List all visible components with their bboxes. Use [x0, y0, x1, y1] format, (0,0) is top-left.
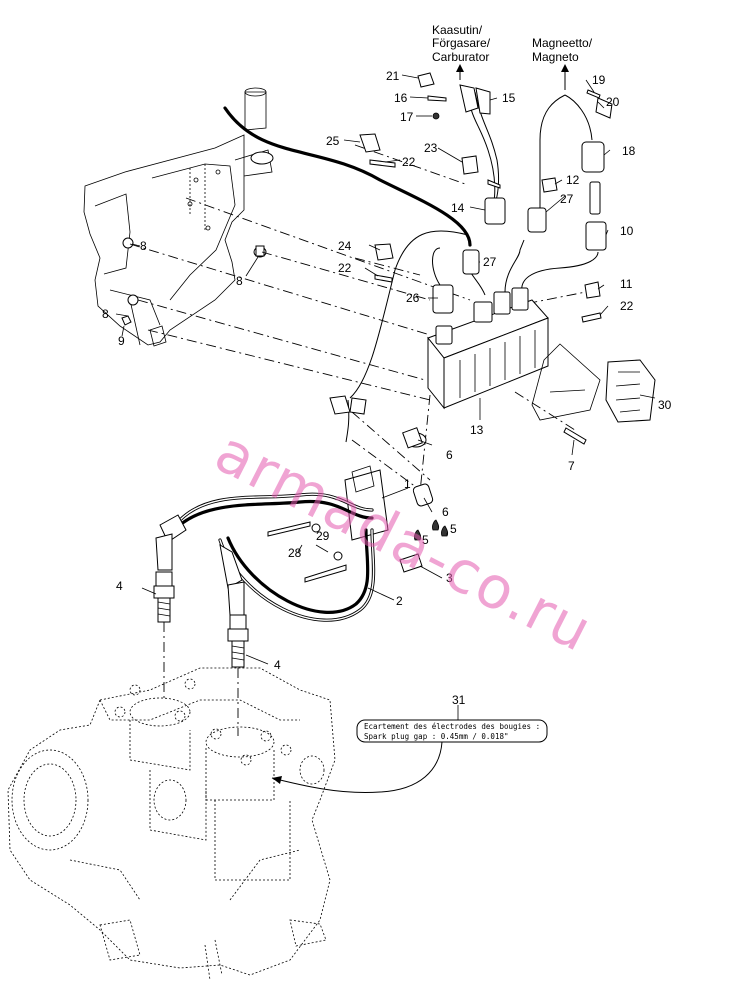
callout-15: 15 — [502, 91, 516, 105]
cdi-module — [427, 287, 549, 410]
callout-19: 19 — [592, 73, 606, 87]
frame-bracket — [83, 87, 274, 347]
callout-22-b: 22 — [338, 261, 352, 275]
callout-5-b: 5 — [422, 533, 429, 547]
callout-20: 20 — [606, 95, 620, 109]
callout-8-c: 8 — [102, 307, 109, 321]
callout-13: 13 — [470, 423, 484, 437]
carburator-label-2: Förgasare/ — [432, 36, 491, 50]
callout-4-a: 4 — [116, 579, 123, 593]
callout-6-b: 6 — [442, 505, 449, 519]
note-line-2: Spark plug gap : 0.45mm / 0.018" — [364, 732, 509, 741]
spark-plug-leads — [155, 492, 376, 622]
magneto-label-1: Magneetto/ — [532, 36, 593, 50]
mount-bracket — [531, 343, 656, 445]
magneto-label-2: Magneto — [532, 50, 579, 64]
note-line-1: Ecartement des électrodes des bougies : — [364, 722, 540, 731]
callout-numbers: 21 16 17 15 25 22 23 14 19 20 18 12 27 1… — [102, 69, 672, 707]
leader-lines — [115, 74, 656, 794]
callout-2: 2 — [396, 594, 403, 608]
callout-27-b: 27 — [483, 255, 497, 269]
watermark-text: armada-co.ru — [205, 417, 604, 665]
callout-24: 24 — [338, 239, 352, 253]
callout-28: 28 — [288, 546, 302, 560]
callout-7: 7 — [568, 459, 575, 473]
callout-12: 12 — [566, 173, 580, 187]
callout-10: 10 — [620, 224, 634, 238]
spark-plugs — [153, 571, 249, 668]
callout-23: 23 — [424, 141, 438, 155]
callout-18: 18 — [622, 144, 636, 158]
callout-21: 21 — [386, 69, 400, 83]
callout-5-a: 5 — [450, 522, 457, 536]
callout-3: 3 — [446, 571, 453, 585]
callout-16: 16 — [394, 91, 408, 105]
callout-26: 26 — [406, 291, 420, 305]
callout-11: 11 — [620, 277, 633, 291]
callout-25: 25 — [326, 134, 340, 148]
small-parts — [359, 72, 613, 323]
callout-9: 9 — [118, 334, 125, 348]
callout-1: 1 — [404, 477, 411, 491]
callout-8-b: 8 — [236, 274, 243, 288]
callout-8-a: 8 — [140, 239, 147, 253]
callout-17: 17 — [400, 110, 414, 124]
engine — [7, 667, 336, 981]
gap-note-box: Ecartement des électrodes des bougies : … — [356, 719, 548, 743]
callout-27-a: 27 — [560, 192, 574, 206]
ignition-coil — [267, 395, 449, 583]
section-titles: Kaasutin/ Förgasare/ Carburator Magneett… — [432, 23, 593, 90]
callout-31: 31 — [452, 693, 466, 707]
callout-29: 29 — [316, 529, 330, 543]
callout-14: 14 — [451, 201, 465, 215]
wiring-harness — [223, 87, 599, 443]
callout-30: 30 — [658, 398, 672, 412]
callout-4-b: 4 — [274, 658, 281, 672]
callout-6-a: 6 — [446, 448, 453, 462]
callout-22-a: 22 — [402, 155, 416, 169]
carburator-label-3: Carburator — [432, 50, 489, 64]
carburator-label-1: Kaasutin/ — [432, 23, 483, 37]
callout-22-c: 22 — [620, 299, 634, 313]
